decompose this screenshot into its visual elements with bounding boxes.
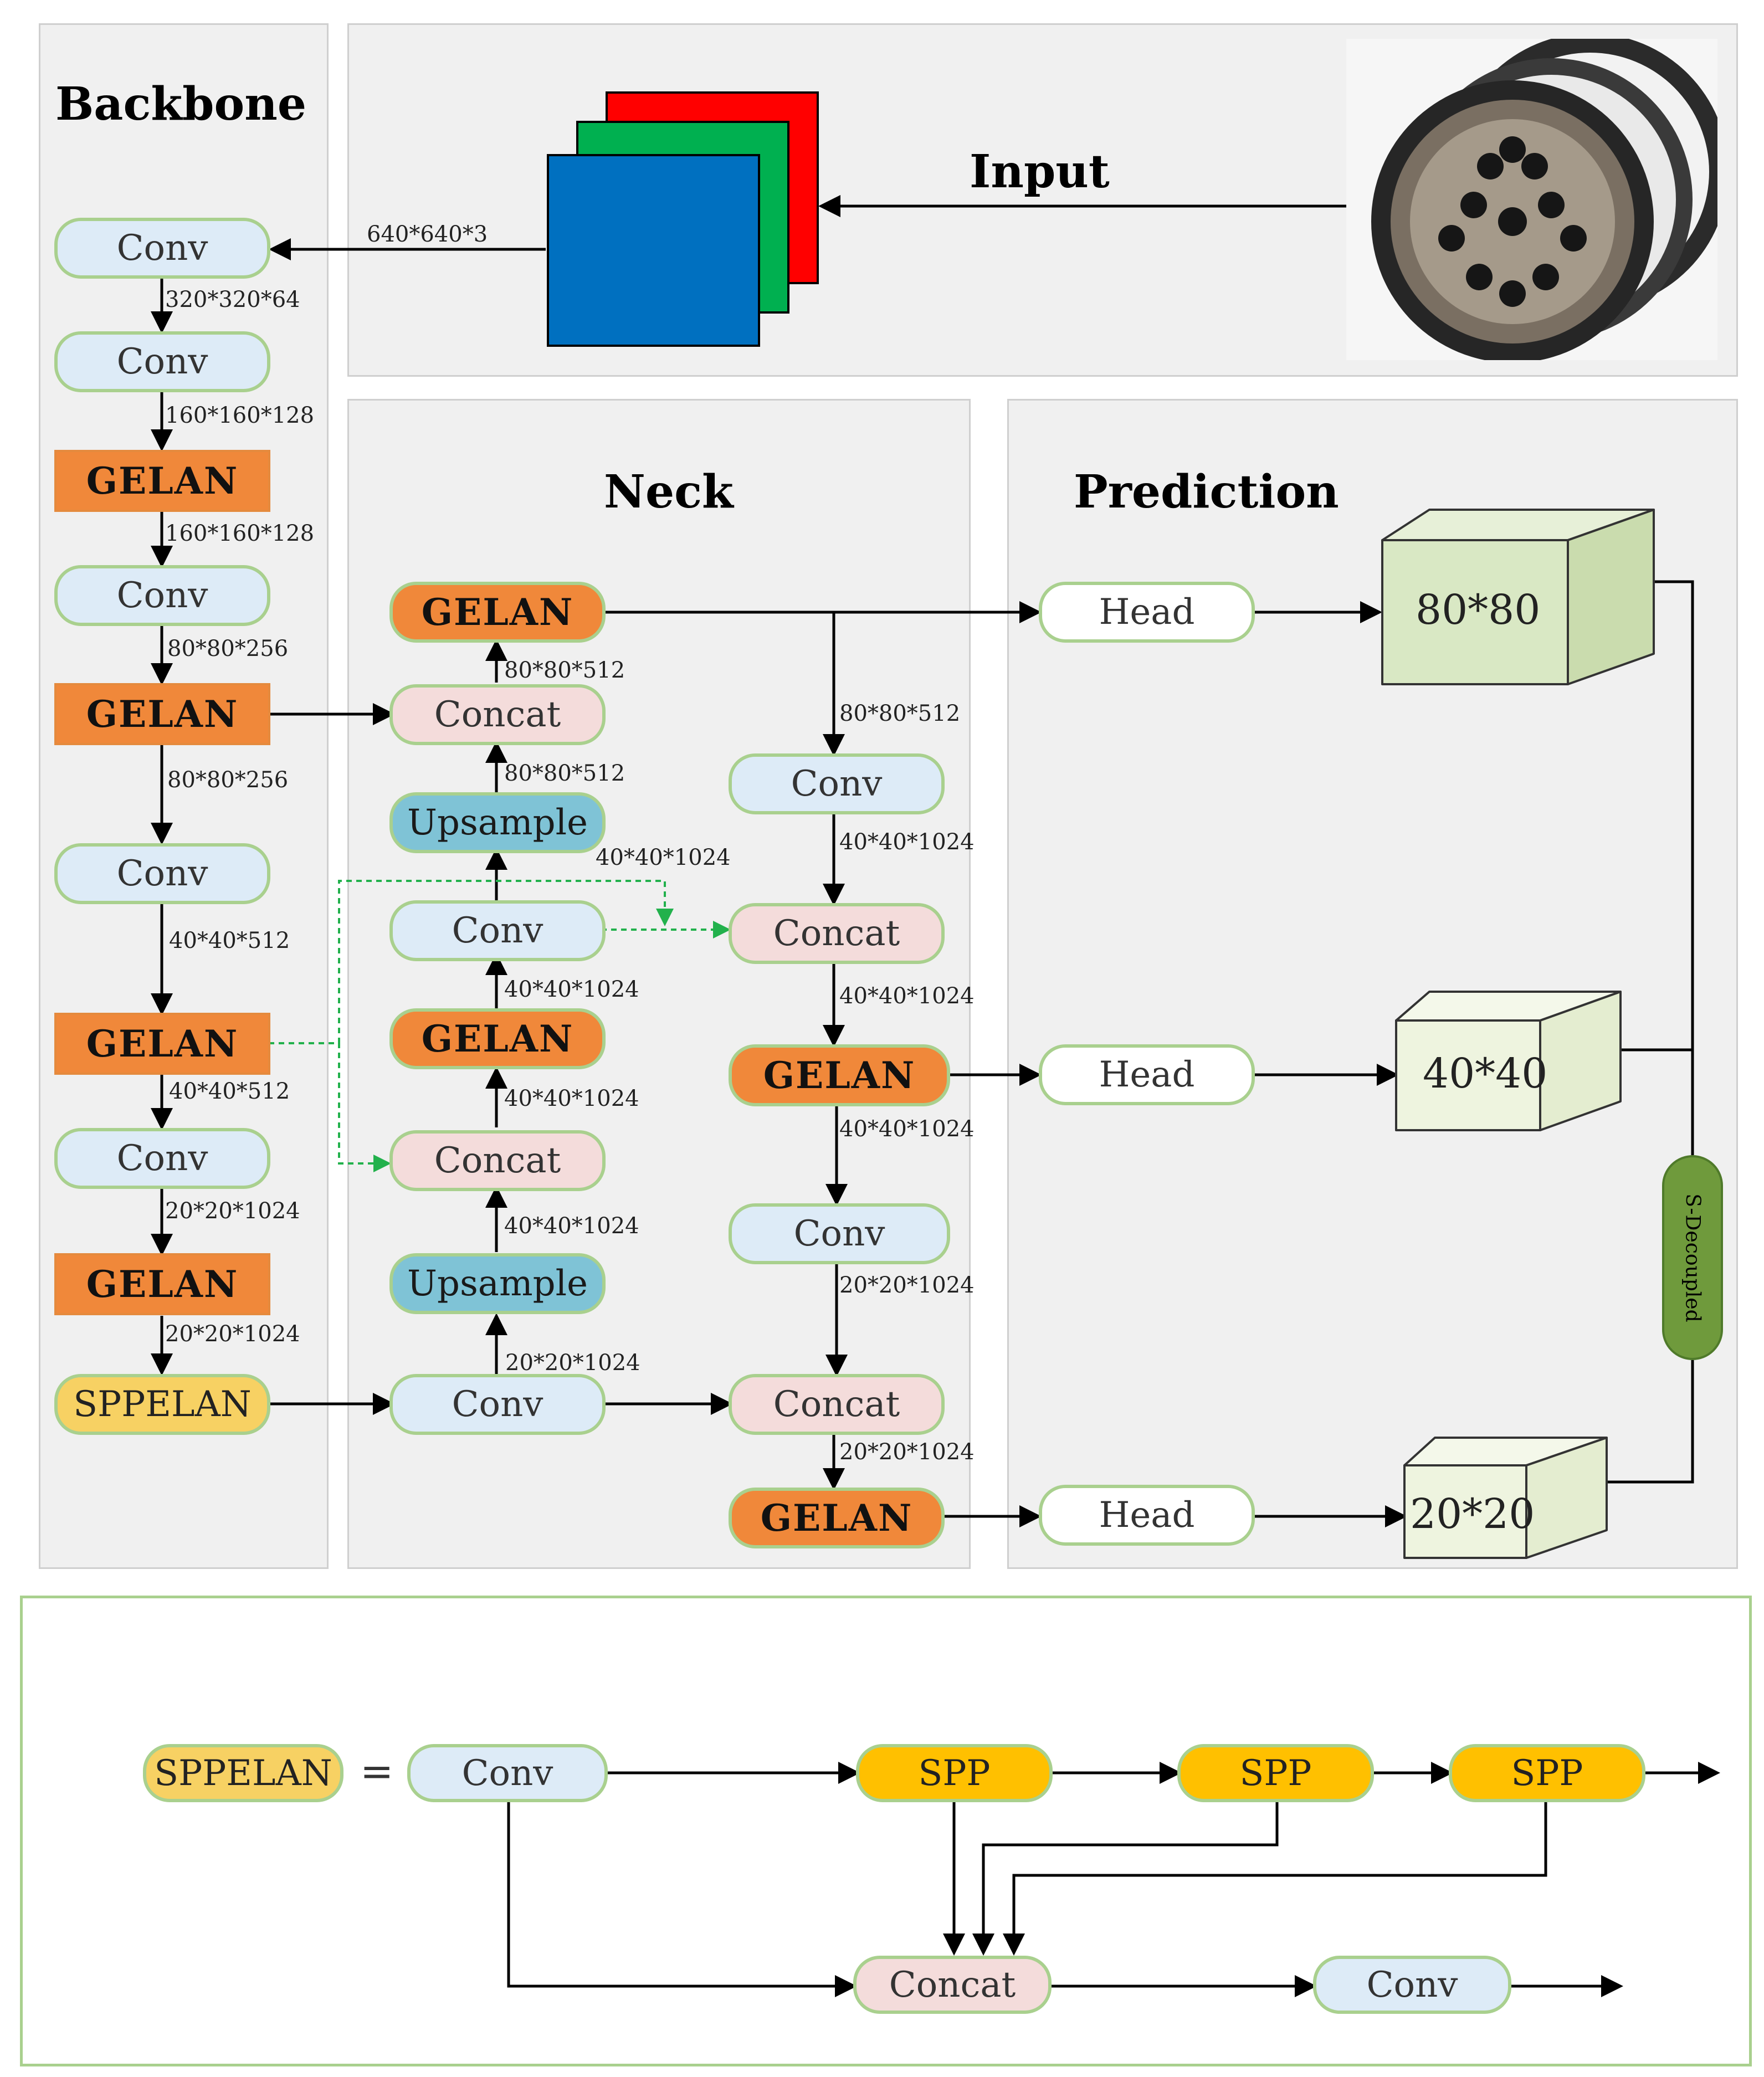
dim-neck-7: 20*20*1024: [505, 1350, 640, 1376]
backbone-sppelan: SPPELAN: [54, 1374, 270, 1435]
input-channel-blue: [547, 154, 760, 347]
detail-conv-in: Conv: [407, 1744, 608, 1802]
dim-backbone-2: 160*160*128: [165, 403, 315, 428]
neck-title: Neck: [604, 465, 734, 519]
dim-neck-r4: 40*40*1024: [839, 1116, 975, 1142]
detail-spp-2: SPP: [1177, 1744, 1374, 1802]
detail-conv-out: Conv: [1313, 1956, 1511, 2014]
neck-gelan-top: GELAN: [389, 582, 606, 643]
cube-40x40: [1395, 991, 1622, 1131]
neck-right-concat-1: Concat: [729, 903, 945, 964]
detail-concat: Concat: [853, 1956, 1052, 2014]
cube-20x20-label: 20*20: [1410, 1490, 1535, 1538]
prediction-head-2: Head: [1039, 1044, 1255, 1105]
neck-concat-1: Concat: [389, 684, 606, 745]
s-decoupled-label: S-Decoupled: [1681, 1193, 1704, 1322]
dim-backbone-4: 80*80*256: [167, 636, 289, 661]
backbone-gelan-3: GELAN: [54, 1013, 270, 1075]
backbone-conv-3: Conv: [54, 565, 270, 626]
detail-spp-1: SPP: [856, 1744, 1053, 1802]
cube-40x40-label: 40*40: [1423, 1050, 1548, 1098]
dim-input: 640*640*3: [367, 222, 488, 247]
neck-conv-1: Conv: [389, 900, 606, 961]
dim-neck-3: 40*40*1024: [596, 845, 731, 870]
dim-backbone-7: 40*40*512: [169, 1079, 290, 1104]
neck-upsample-2: Upsample: [389, 1253, 606, 1314]
dim-neck-r2: 40*40*1024: [839, 829, 975, 855]
backbone-gelan-4: GELAN: [54, 1253, 270, 1315]
neck-conv-2: Conv: [389, 1374, 606, 1435]
neck-right-concat-2: Concat: [729, 1374, 945, 1435]
dim-neck-r3: 40*40*1024: [839, 983, 975, 1009]
backbone-gelan-2: GELAN: [54, 683, 270, 745]
neck-right-conv-1: Conv: [729, 753, 945, 814]
prediction-head-1: Head: [1039, 582, 1255, 643]
neck-right-gelan-1: GELAN: [729, 1044, 950, 1106]
dim-neck-2: 80*80*512: [504, 761, 625, 786]
dim-backbone-9: 20*20*1024: [165, 1321, 300, 1347]
neck-right-conv-2: Conv: [729, 1203, 950, 1264]
neck-right-gelan-2: GELAN: [729, 1488, 945, 1548]
dim-neck-5: 40*40*1024: [504, 1086, 639, 1111]
backbone-conv-1: Conv: [54, 218, 270, 279]
input-title: Input: [970, 145, 1110, 198]
prediction-title: Prediction: [1074, 465, 1339, 519]
neck-upsample-1: Upsample: [389, 792, 606, 853]
neck-gelan-mid: GELAN: [389, 1008, 606, 1069]
detail-sppelan: SPPELAN: [143, 1744, 343, 1802]
cube-80x80-label: 80*80: [1416, 586, 1541, 634]
input-connector-image: [1346, 39, 1717, 360]
detail-spp-3: SPP: [1449, 1744, 1645, 1802]
dim-backbone-1: 320*320*64: [165, 287, 300, 312]
dim-backbone-5: 80*80*256: [167, 767, 289, 793]
dim-neck-r6: 20*20*1024: [839, 1439, 975, 1465]
dim-neck-6: 40*40*1024: [504, 1213, 639, 1239]
prediction-head-3: Head: [1039, 1485, 1255, 1546]
cube-20x20: [1403, 1437, 1608, 1559]
dim-neck-r5: 20*20*1024: [839, 1273, 975, 1298]
dim-backbone-6: 40*40*512: [169, 928, 290, 953]
dim-backbone-8: 20*20*1024: [165, 1198, 300, 1224]
backbone-gelan-1: GELAN: [54, 450, 270, 512]
dim-neck-4: 40*40*1024: [504, 977, 639, 1002]
detail-equals: =: [360, 1748, 394, 1794]
backbone-conv-2: Conv: [54, 331, 270, 392]
dim-neck-1: 80*80*512: [504, 658, 625, 683]
backbone-conv-4: Conv: [54, 843, 270, 904]
backbone-title: Backbone: [55, 78, 307, 131]
dim-backbone-3: 160*160*128: [165, 521, 315, 546]
s-decoupled-block: S-Decoupled: [1662, 1155, 1723, 1360]
dim-neck-r1: 80*80*512: [839, 701, 961, 726]
neck-concat-2: Concat: [389, 1130, 606, 1191]
backbone-conv-5: Conv: [54, 1128, 270, 1189]
cube-80x80: [1381, 509, 1655, 685]
